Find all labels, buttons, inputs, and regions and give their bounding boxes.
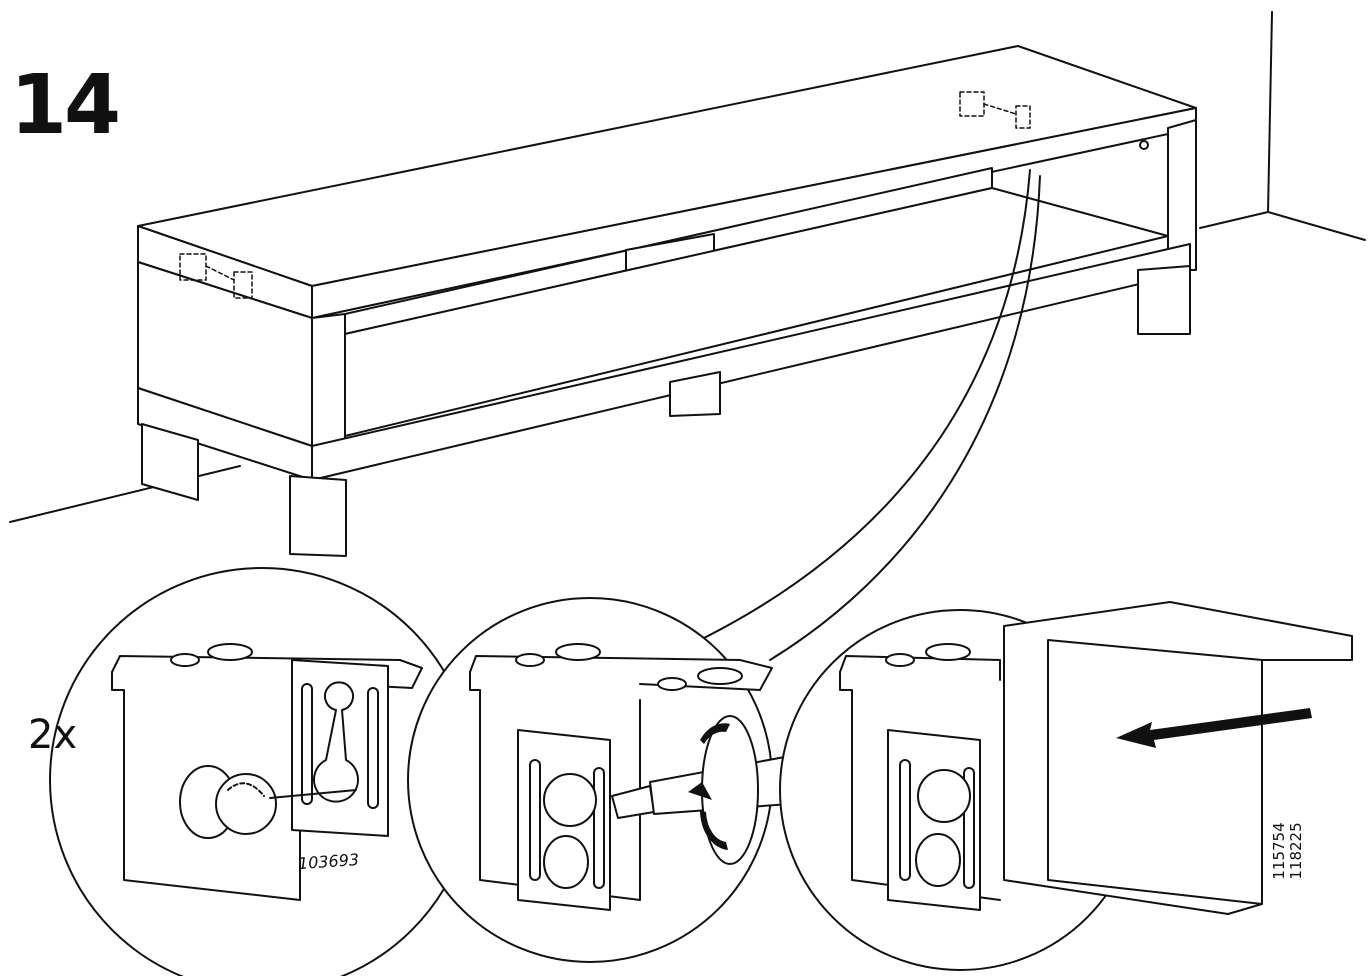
- floor-wall-lines: [10, 12, 1365, 522]
- quantity-label: 2x: [28, 712, 78, 758]
- document-code: 118225: [1287, 822, 1305, 880]
- document-codes: 115754 118225: [1270, 791, 1305, 911]
- detail-leader: [700, 170, 1040, 660]
- screwdriver-icon: [612, 716, 790, 864]
- insert-arrow-icon: [1116, 708, 1312, 748]
- tv-bench: [138, 46, 1196, 556]
- step-number: 14: [10, 58, 121, 153]
- rotation-arrow-icon: [688, 723, 730, 850]
- detail-circle-1: [50, 568, 474, 976]
- hidden-fittings: [180, 92, 1030, 298]
- detail-circle-2: [408, 598, 790, 962]
- detail-circle-3: [780, 602, 1352, 970]
- document-code: 115754: [1270, 822, 1288, 880]
